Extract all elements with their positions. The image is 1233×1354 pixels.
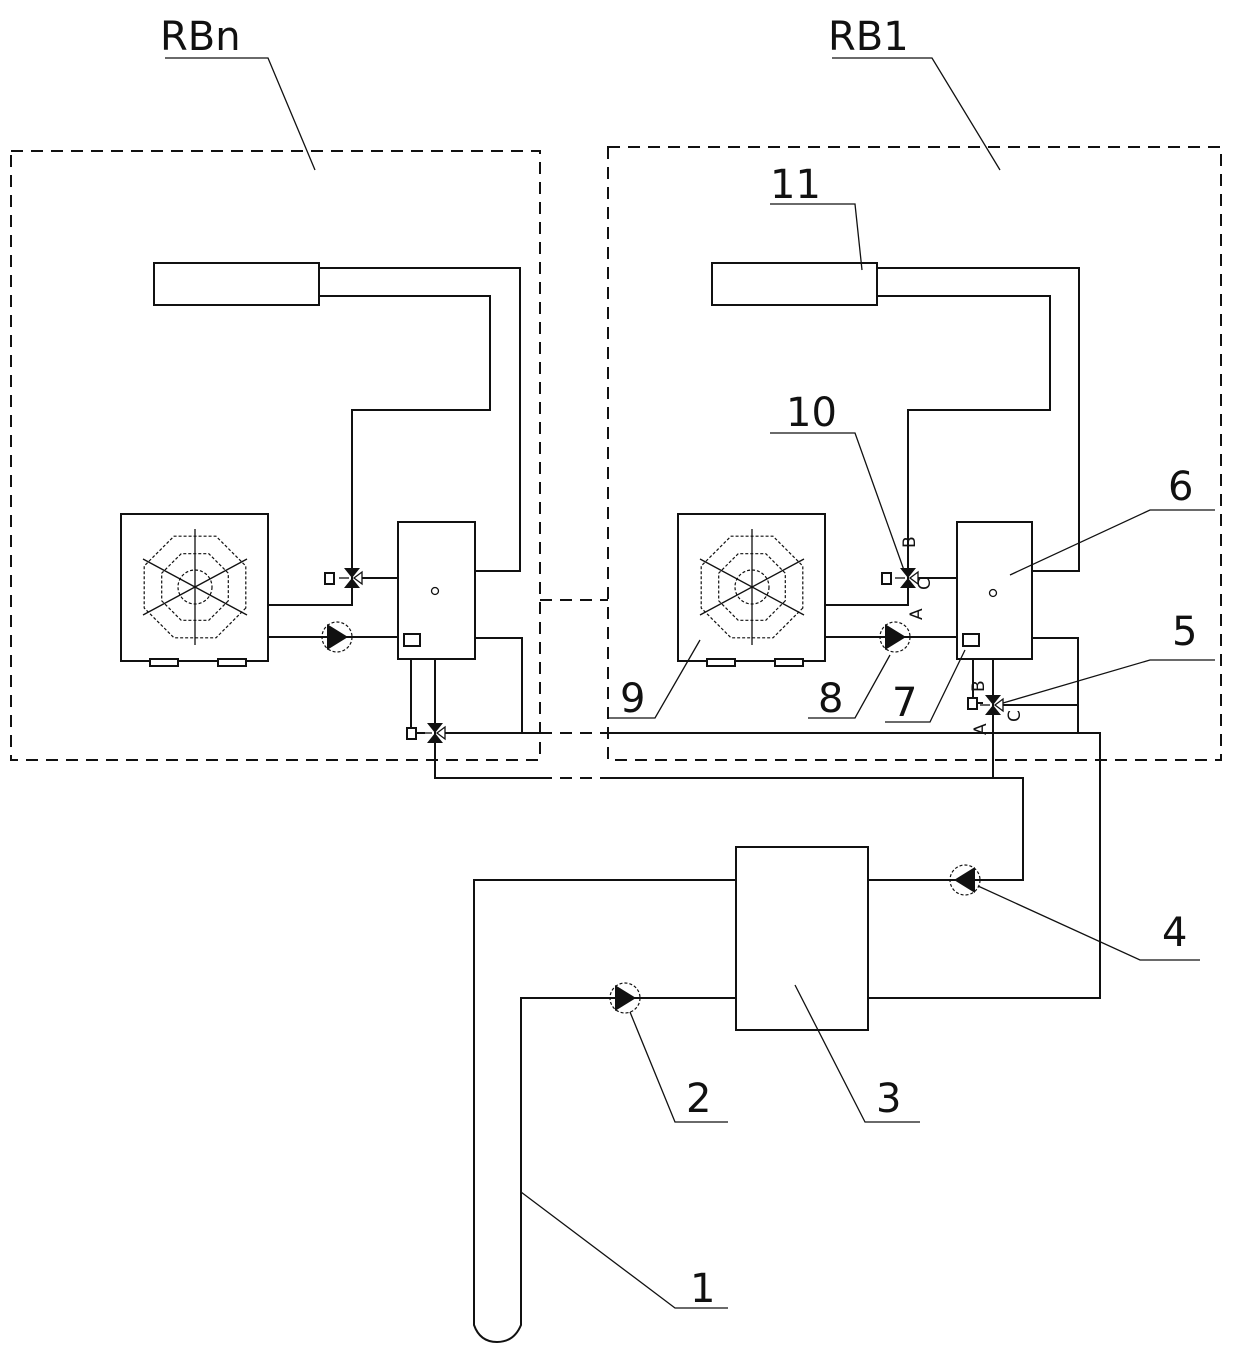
pump-4-arrow-icon <box>954 867 975 893</box>
part-labels: 11 10 6 5 9 8 7 4 3 2 1 <box>521 162 1215 1312</box>
pump-2-arrow-icon <box>615 985 636 1011</box>
valve-10-port-a: A <box>907 608 927 620</box>
leader-rb1 <box>832 58 1000 170</box>
label-8: 8 <box>818 676 843 722</box>
valve-5-actuator <box>968 698 977 709</box>
valve-10-port-b: B <box>900 536 920 548</box>
pump-rbn-arrow-icon <box>327 624 348 650</box>
valve-10-port-c: C <box>915 578 935 590</box>
unit-rb1-boundary <box>608 147 1221 760</box>
valve-10-actuator <box>882 573 891 584</box>
valve-5-port-a: A <box>971 723 991 735</box>
unit-rbn-title: RBn <box>160 14 241 60</box>
indoor-unit-11 <box>712 263 877 305</box>
label-1: 1 <box>690 1266 715 1312</box>
unit-rbn-boundary <box>11 151 540 760</box>
valve-5-port-b: B <box>969 680 989 692</box>
fan-9-foot <box>707 659 735 666</box>
label-5: 5 <box>1172 609 1197 655</box>
label-2: 2 <box>686 1076 711 1122</box>
label-10: 10 <box>786 390 837 436</box>
heat-exchanger-3 <box>736 847 868 1030</box>
label-11: 11 <box>770 162 821 208</box>
label-3: 3 <box>876 1076 901 1122</box>
fan-rbn-foot <box>218 659 246 666</box>
ground-loop-circuit <box>474 847 868 1342</box>
pump-8-arrow-icon <box>885 624 906 650</box>
sensor-7 <box>963 634 979 646</box>
label-7: 7 <box>892 680 917 726</box>
indoor-unit-rbn <box>154 263 319 305</box>
rbn-circuit <box>121 263 608 778</box>
valve-5-port-c: C <box>1005 710 1025 722</box>
valve-actuator-rbn-top <box>325 573 334 584</box>
valve-actuator-rbn <box>407 728 416 739</box>
label-6: 6 <box>1168 464 1193 510</box>
label-4: 4 <box>1162 910 1187 956</box>
fan-9-foot <box>775 659 803 666</box>
leader-rbn <box>165 58 315 170</box>
fan-rbn-foot <box>150 659 178 666</box>
unit-rb1-title: RB1 <box>828 14 909 60</box>
sensor-rbn <box>404 634 420 646</box>
label-9: 9 <box>620 676 645 722</box>
